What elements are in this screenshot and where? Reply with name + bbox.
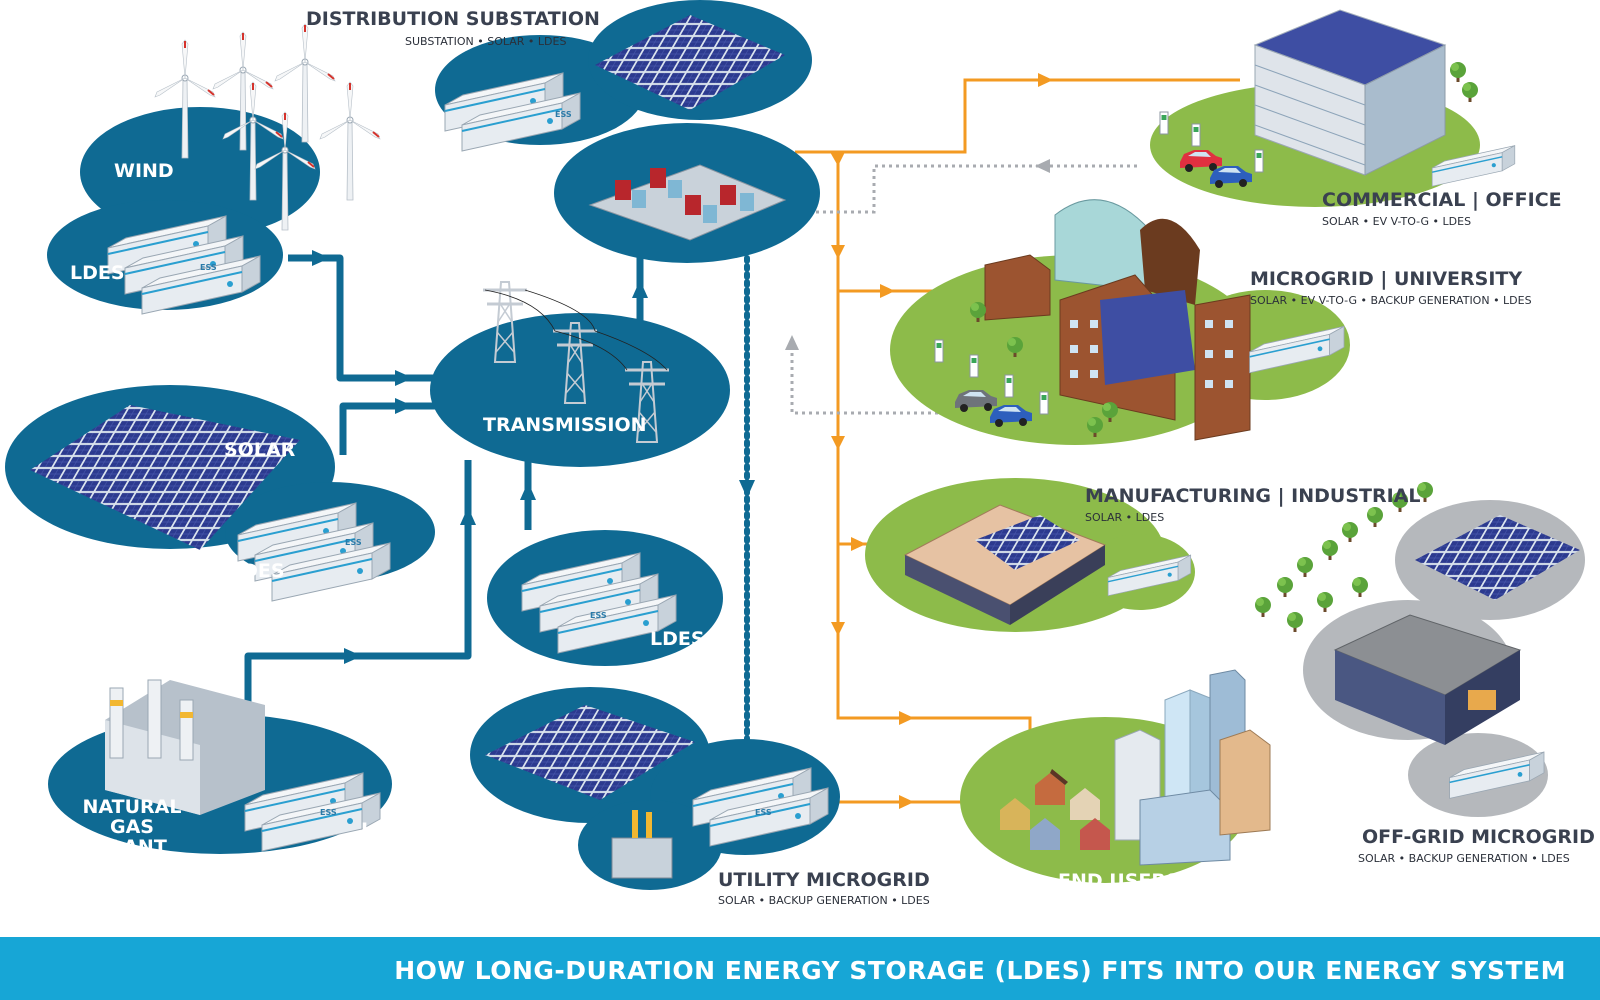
- substation-to-utility-dotted-line: [739, 255, 755, 745]
- ess-brand-marks: ESS ESS ESS ESS ESS ESS: [200, 110, 772, 817]
- distribution-substation-subtitle: SUBSTATION • SOLAR • LDES: [405, 35, 567, 48]
- utility-microgrid-node: [470, 687, 840, 890]
- gas-plant-label: NATURAL GAS PLANT: [82, 796, 182, 858]
- distribution-substation-title: DISTRIBUTION SUBSTATION: [306, 8, 600, 30]
- commercial-subtitle: SOLAR • EV V-TO-G • LDES: [1322, 215, 1472, 228]
- transformer-icon: [611, 810, 673, 879]
- gas-ldes-label: LDES: [361, 819, 416, 841]
- ess-brand-text: ESS: [345, 538, 362, 547]
- end-users-node: [960, 669, 1271, 883]
- ess-brand-text: ESS: [590, 611, 607, 620]
- off-grid-microgrid-node: [1255, 482, 1585, 817]
- manufacturing-node: [865, 478, 1195, 632]
- orange-arrowheads: [830, 73, 1053, 809]
- ess-brand-text: ESS: [200, 263, 217, 272]
- banner-title: HOW LONG-DURATION ENERGY STORAGE (LDES) …: [394, 956, 1566, 985]
- off-grid-title: OFF-GRID MICROGRID: [1362, 826, 1595, 848]
- footer-banner: HOW LONG-DURATION ENERGY STORAGE (LDES) …: [0, 937, 1600, 1000]
- gray-arrowheads: [785, 159, 1050, 350]
- manufacturing-subtitle: SOLAR • LDES: [1085, 511, 1165, 524]
- ess-brand-text: ESS: [320, 808, 337, 817]
- university-microgrid-node: [890, 199, 1350, 445]
- solar-node: [5, 385, 435, 602]
- off-grid-subtitle: SOLAR • BACKUP GENERATION • LDES: [1358, 852, 1570, 865]
- solar-label: SOLAR: [224, 439, 296, 461]
- house-icon: [1000, 769, 1110, 850]
- distribution-flow-lines: [795, 78, 1240, 804]
- ess-brand-text: ESS: [555, 110, 572, 119]
- utility-microgrid-subtitle: SOLAR • BACKUP GENERATION • LDES: [718, 894, 930, 907]
- gas-plant-node: [48, 679, 392, 854]
- solar-ldes-label: LDES: [230, 560, 285, 582]
- utility-microgrid-title: UTILITY MICROGRID: [718, 869, 930, 891]
- transmission-label: TRANSMISSION: [483, 414, 647, 436]
- university-title: MICROGRID | UNIVERSITY: [1250, 268, 1523, 290]
- wind-label: WIND: [114, 160, 174, 182]
- flow-arrowheads: [312, 250, 648, 664]
- transmission-ldes-label: LDES: [650, 628, 705, 650]
- manufacturing-title: MANUFACTURING | INDUSTRIAL: [1085, 485, 1421, 507]
- commercial-title: COMMERCIAL | OFFICE: [1322, 189, 1562, 211]
- university-subtitle: SOLAR • EV V-TO-G • BACKUP GENERATION • …: [1250, 294, 1532, 307]
- commercial-office-node: [1150, 9, 1516, 207]
- ess-brand-text: ESS: [755, 808, 772, 817]
- distribution-substation-node: [435, 0, 820, 263]
- end-users-label: END USERS: [1058, 870, 1180, 892]
- transmission-node: [430, 280, 730, 467]
- wind-node: [47, 23, 381, 315]
- wind-ldes-label: LDES: [70, 262, 125, 284]
- transmission-ldes-node: [487, 530, 723, 666]
